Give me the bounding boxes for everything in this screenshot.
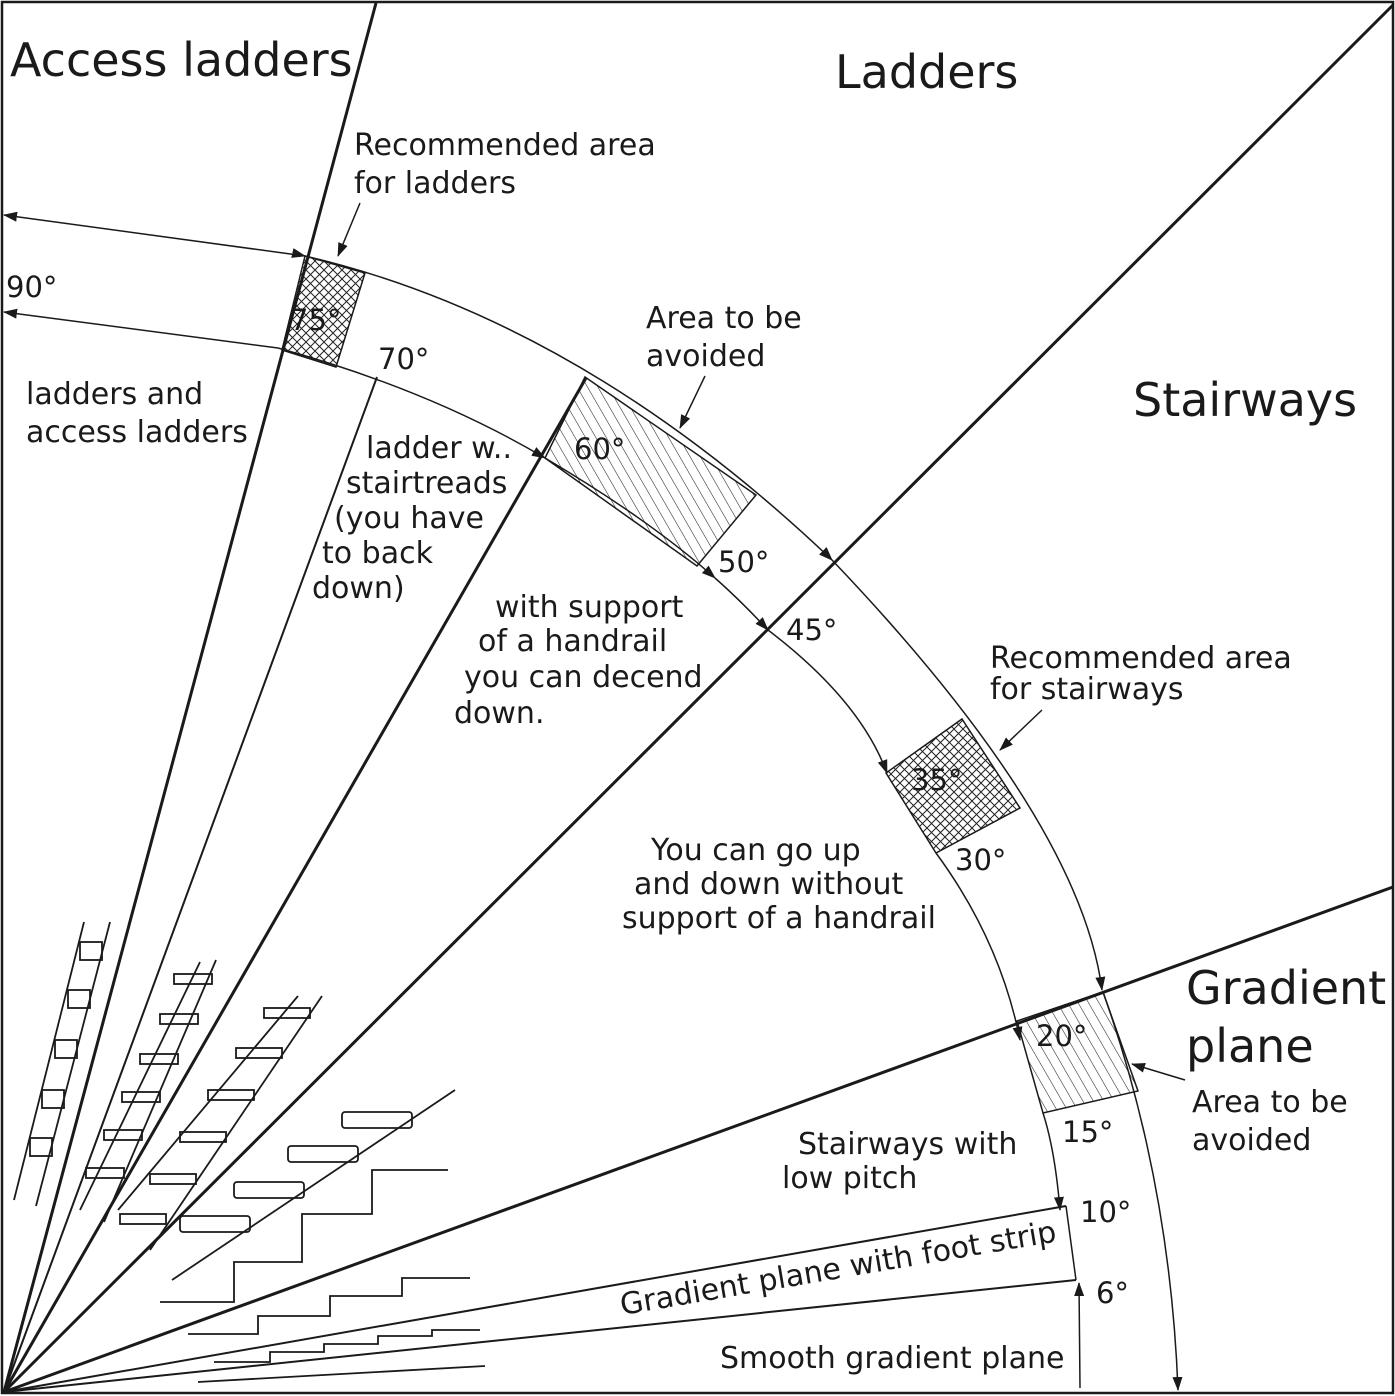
angle-50-label: 50°: [718, 545, 769, 579]
angle-35-label: 35°: [911, 763, 962, 797]
angle-70-label: 70°: [378, 342, 429, 376]
angle-75-label: 75°: [290, 303, 341, 337]
angle-20-label: 20°: [1036, 1019, 1087, 1053]
handrail-support-note: with support of a handrail you can decen…: [454, 590, 712, 731]
angle-10-label: 10°: [1080, 1195, 1131, 1229]
low-stair-illustration: [188, 1277, 486, 1383]
angle-30-label: 30°: [955, 843, 1006, 877]
ladders-title: Ladders: [835, 45, 1018, 99]
recommended-ladders-note: Recommended area for ladders: [354, 128, 665, 201]
avoid-area-upper: [544, 375, 758, 568]
angle-15-label: 15°: [1062, 1115, 1113, 1149]
angle-arcs: [3, 211, 1183, 1391]
pointer-arrows: [337, 202, 1186, 1081]
smooth-plane-note: Smooth gradient plane: [720, 1341, 1064, 1376]
angle-60-label: 60°: [574, 432, 625, 466]
no-handrail-note: You can go up and down without support o…: [622, 833, 936, 936]
angle-90-label: 90°: [6, 270, 57, 304]
access-ladder-illustration: [13, 921, 111, 1207]
avoid-lower-note: Area to be avoided: [1192, 1085, 1357, 1158]
stairways-title: Stairways: [1133, 373, 1357, 427]
stairway-illustration: [160, 1089, 456, 1303]
stair-ladder-illustration: [117, 995, 323, 1251]
angle-45-label: 45°: [786, 613, 837, 647]
ladder-stairtreads-note: ladder w.. stairtreads (you have to back…: [312, 431, 522, 606]
gradient-plane-title: Gradient plane: [1186, 961, 1395, 1073]
access-ladders-title: Access ladders: [10, 33, 353, 87]
low-pitch-note: Stairways with low pitch: [782, 1127, 1027, 1196]
foot-strip-note: Gradient plane with foot strip: [617, 1215, 1058, 1323]
ladders-access-note: ladders and access ladders: [26, 377, 248, 450]
recommended-stairways-note: Recommended area for stairways: [990, 641, 1301, 707]
angle-6-label: 6°: [1096, 1276, 1129, 1310]
avoid-upper-note: Area to be avoided: [646, 301, 811, 374]
ladder-illustration: [79, 959, 217, 1223]
